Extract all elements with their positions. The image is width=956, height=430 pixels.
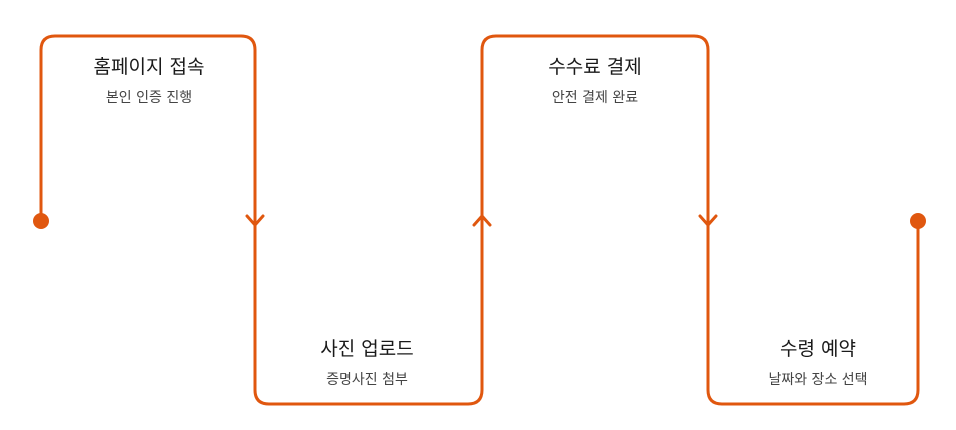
step-title: 사진 업로드	[320, 338, 414, 360]
step-title: 수수료 결제	[548, 56, 642, 78]
arrow-up-icon	[472, 214, 492, 227]
step-subtitle: 날짜와 장소 선택	[768, 372, 868, 388]
step-photo-upload: 사진 업로드 증명사진 첨부	[267, 336, 467, 390]
arrow-down-icon	[698, 214, 718, 227]
step-title: 홈페이지 접속	[93, 56, 205, 78]
flow-path	[39, 34, 920, 406]
step-subtitle: 증명사진 첨부	[326, 372, 408, 388]
step-title: 수령 예약	[780, 338, 856, 360]
step-subtitle: 본인 인증 진행	[105, 90, 193, 106]
step-subtitle: 안전 결제 완료	[551, 90, 639, 106]
step-pickup-reservation: 수령 예약 날짜와 장소 선택	[718, 336, 918, 390]
step-website-access: 홈페이지 접속 본인 인증 진행	[49, 54, 249, 108]
arrow-down-icon	[245, 214, 265, 227]
end-dot	[910, 213, 926, 229]
start-dot	[33, 213, 49, 229]
step-fee-payment: 수수료 결제 안전 결제 완료	[495, 54, 695, 108]
